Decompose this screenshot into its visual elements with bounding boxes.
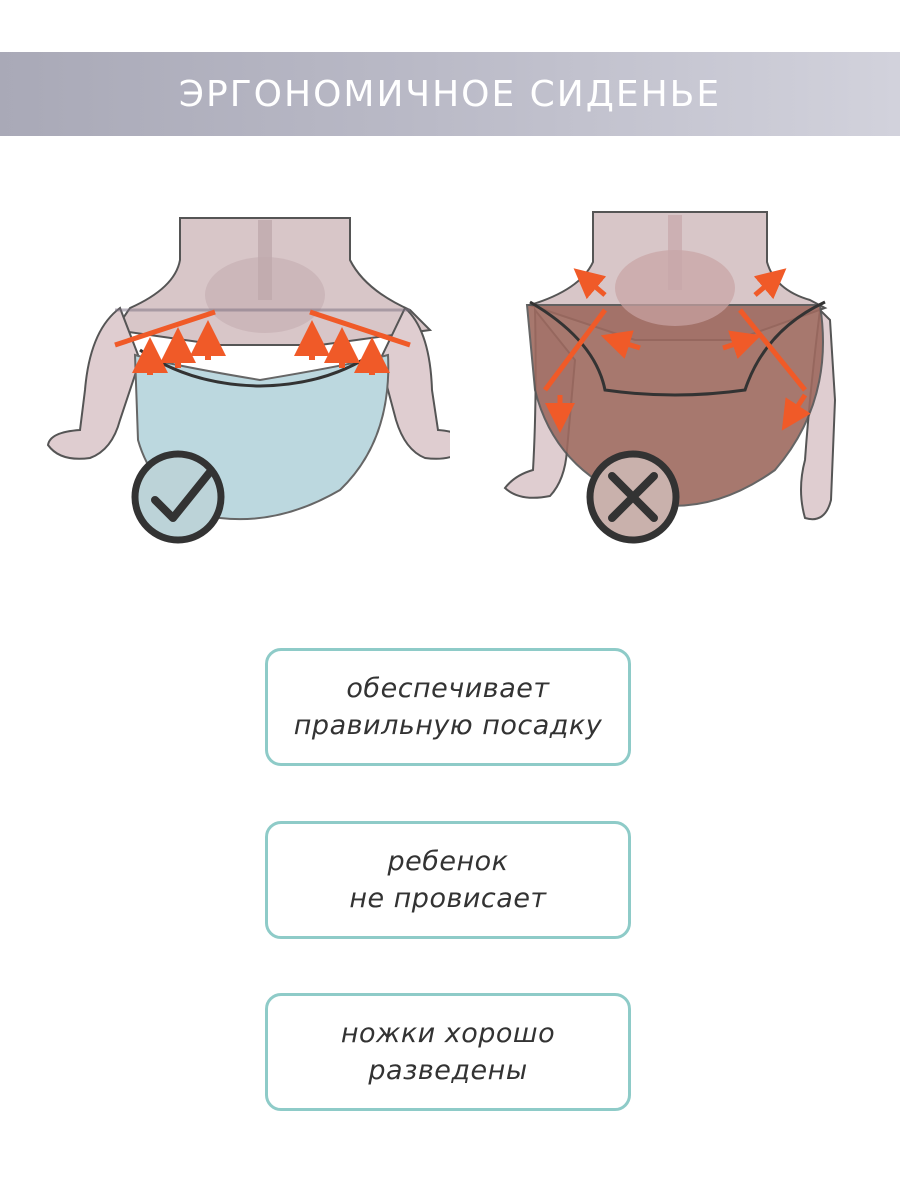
feature-card-posture: обеспечивает правильную посадку — [265, 648, 631, 766]
feature-text-line: ножки хорошо — [340, 1018, 556, 1049]
feature-card-legs-spread: ножки хорошо разведены — [265, 993, 631, 1111]
feature-text-line: разведены — [368, 1055, 528, 1086]
cross-icon — [586, 450, 680, 544]
feature-text-line: правильную посадку — [293, 710, 603, 741]
seat-edge — [139, 348, 379, 388]
feature-text-line: ребенок — [387, 846, 509, 877]
page-title: ЭРГОНОМИЧНОЕ СИДЕНЬЕ — [178, 73, 722, 115]
baby-left-leg — [46, 306, 142, 460]
header-banner: ЭРГОНОМИЧНОЕ СИДЕНЬЕ — [0, 52, 900, 136]
spine-shape — [668, 215, 682, 290]
correct-seat-illustration — [20, 200, 450, 560]
feature-text-line: не провисает — [349, 883, 547, 914]
incorrect-seat-illustration — [475, 200, 900, 560]
spine-shape — [258, 220, 272, 300]
feature-card-no-sag: ребенок не провисает — [265, 821, 631, 939]
feature-text-line: обеспечивает — [346, 673, 550, 704]
check-icon — [131, 450, 225, 544]
baby-right-leg — [378, 306, 450, 460]
